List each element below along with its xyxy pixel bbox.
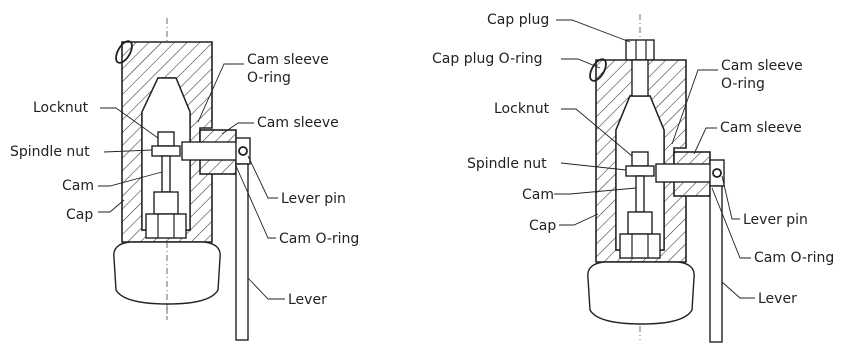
left-label-locknut: Locknut [33,100,89,116]
left-valve-drawing [113,18,251,341]
right-label-cap-plug: Cap plug [487,12,549,28]
right-label-spindle-nut: Spindle nut [467,156,547,172]
right-labels: Cap plug Cap plug O-ring Cam sleeve O-ri… [432,12,834,307]
left-label-lever-pin: Lever pin [281,191,346,207]
right-label-cam-sleeve-o-ring-line1: Cam sleeve [721,58,803,74]
right-valve-drawing [587,14,725,343]
left-label-cap: Cap [66,207,93,223]
left-label-cam-o-ring: Cam O-ring [279,231,359,247]
right-label-cam-sleeve-o-ring-line2: O-ring [721,76,765,92]
right-label-cap-plug-o-ring: Cap plug O-ring [432,51,543,67]
left-labels: Cam sleeve O-ring Locknut Cam sleeve Spi… [10,52,359,308]
right-label-locknut: Locknut [494,101,550,117]
left-label-cam: Cam [62,178,94,194]
left-label-lever: Lever [288,292,327,308]
right-label-cam-sleeve: Cam sleeve [720,120,802,136]
right-label-cap: Cap [529,218,556,234]
left-label-cam-sleeve-o-ring-line2: O-ring [247,70,291,86]
left-label-spindle-nut: Spindle nut [10,144,90,160]
left-label-cam-sleeve: Cam sleeve [257,115,339,131]
right-label-cam: Cam [522,187,554,203]
right-label-cam-o-ring: Cam O-ring [754,250,834,266]
right-label-lever: Lever [758,291,797,307]
right-label-lever-pin: Lever pin [743,212,808,228]
left-label-cam-sleeve-o-ring-line1: Cam sleeve [247,52,329,68]
